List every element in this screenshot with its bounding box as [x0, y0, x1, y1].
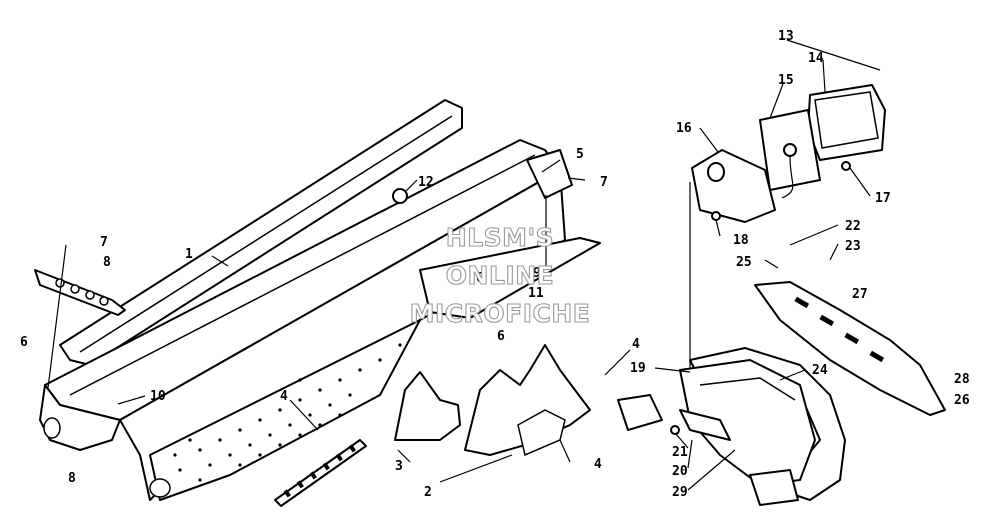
callout-26: 26 [954, 393, 970, 408]
deflector-lip [517, 409, 566, 457]
deflector-parts [394, 344, 591, 457]
callout-25: 25 [736, 255, 752, 270]
callout-6c: 6 [476, 271, 484, 286]
nut-18 [711, 211, 721, 221]
callout-18: 18 [733, 233, 749, 248]
callout-21: 21 [672, 445, 688, 460]
bumper-strip [274, 439, 367, 507]
step-pad-right [749, 469, 799, 506]
callout-8b: 8 [68, 471, 76, 486]
tunnel-assembly [34, 99, 601, 507]
callout-4c: 4 [632, 337, 640, 352]
lens-14-face [814, 91, 879, 149]
bumper-cover-ridge [699, 377, 796, 401]
rear-hitch-plate [419, 237, 601, 319]
callout-17: 17 [875, 191, 891, 206]
watermark-line-2: ONLINE [446, 261, 554, 290]
callout-labels: 1 2 3 4 4 4 5 6 6 6 7 7 8 8 9 10 11 12 1… [20, 29, 970, 500]
perforations [173, 343, 402, 482]
callout-8a: 8 [103, 255, 111, 270]
callout-13: 13 [778, 29, 794, 44]
front-bracket [34, 269, 126, 316]
callout-9: 9 [533, 266, 541, 281]
watermark-line-3: MICROFICHE [410, 299, 591, 328]
upper-rail-edge [79, 115, 453, 353]
callout-10: 10 [150, 389, 166, 404]
callout-14: 14 [808, 51, 824, 66]
callout-3: 3 [395, 459, 403, 474]
callout-4b: 4 [594, 457, 602, 472]
callout-2: 2 [424, 485, 432, 500]
screw-17 [841, 161, 851, 171]
deflector-3 [394, 371, 461, 441]
rear-end-bracket [526, 149, 573, 199]
callout-4a: 4 [280, 389, 288, 404]
callout-11: 11 [528, 286, 544, 301]
callout-16: 16 [676, 121, 692, 136]
taillight-assembly [691, 84, 886, 223]
callout-28: 28 [954, 372, 970, 387]
rear-bumper-assembly [617, 281, 946, 506]
snowflap-26 [754, 281, 946, 416]
callout-7a: 7 [100, 235, 108, 250]
callout-19: 19 [630, 361, 646, 376]
tunnel-nose-hole [43, 417, 61, 439]
upper-rail [59, 99, 463, 366]
housing-16 [691, 149, 776, 223]
callout-22: 22 [845, 219, 861, 234]
callout-6b: 6 [497, 329, 505, 344]
watermark: HLSM'S ONLINE MICROFICHE [409, 222, 591, 328]
tunnel-top-crease [69, 154, 536, 396]
callout-1: 1 [185, 247, 193, 262]
plate-20 [679, 409, 731, 441]
step-pad-left [617, 394, 663, 431]
watermark-line-1: HLSM'S [446, 223, 554, 252]
callout-7b: 7 [600, 175, 608, 190]
snowflap-markings [794, 296, 885, 363]
callout-23: 23 [845, 239, 861, 254]
callout-27: 27 [852, 287, 868, 302]
socket [783, 143, 797, 157]
callout-5: 5 [576, 147, 584, 162]
housing-bulb [707, 162, 725, 182]
front-bracket-holes [55, 278, 109, 306]
leader-lines [47, 39, 881, 491]
bumper-ridges [283, 444, 356, 498]
callout-29: 29 [672, 485, 688, 500]
socket-wire [781, 155, 794, 199]
callout-12: 12 [418, 175, 434, 190]
callout-20: 20 [672, 464, 688, 479]
nut-12 [392, 188, 408, 204]
callout-6a: 6 [20, 335, 28, 350]
callout-15: 15 [778, 73, 794, 88]
tunnel-front-nose [39, 384, 121, 451]
rivet-21 [670, 425, 680, 435]
lower-panel-hole [149, 478, 171, 498]
callout-24: 24 [812, 363, 828, 378]
